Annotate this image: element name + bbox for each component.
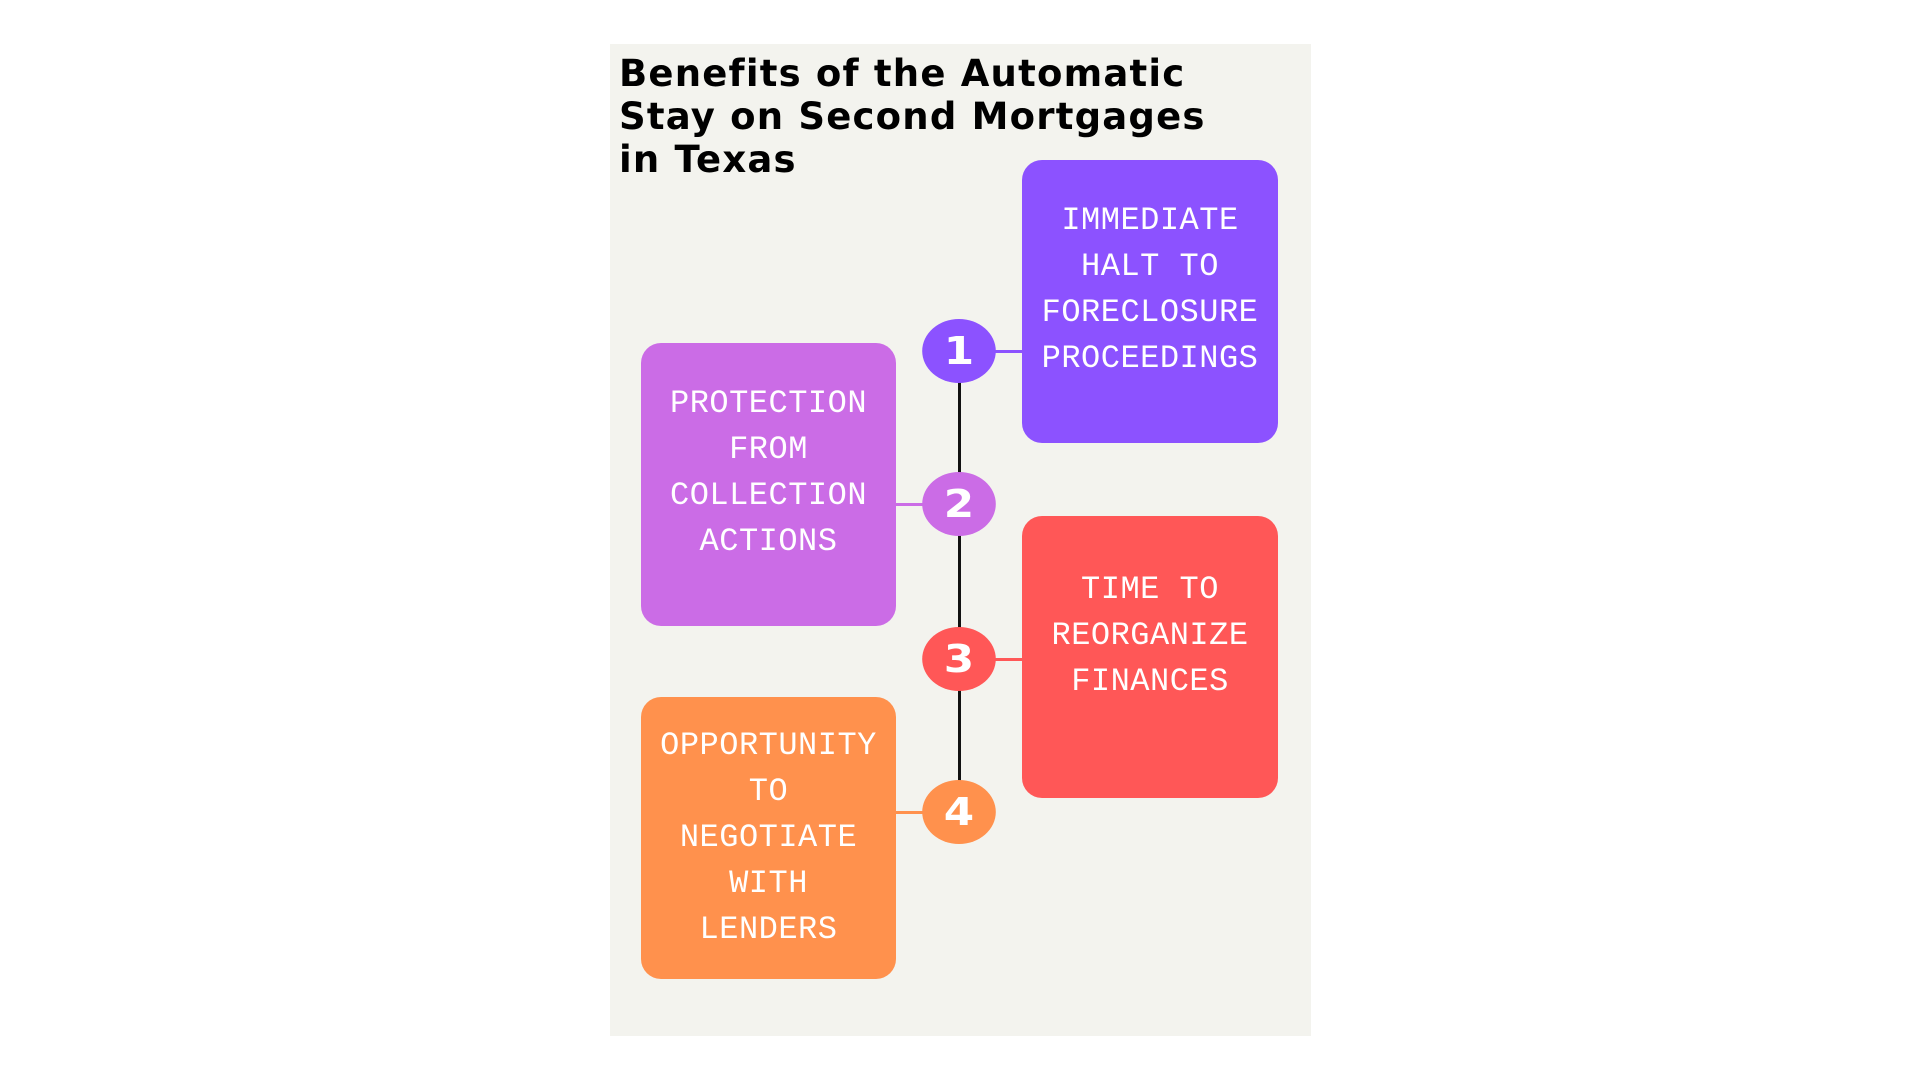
step-1-line: HALT TO	[1081, 247, 1219, 285]
connector-step-4	[896, 811, 928, 814]
step-2-line: ACTIONS	[699, 522, 838, 560]
step-4-line: WITH	[729, 865, 808, 902]
step-1-line: FORECLOSURE	[1041, 293, 1259, 331]
connector-step-2	[896, 503, 928, 506]
step-number-4: 4	[943, 790, 975, 834]
step-3-line: FINANCES	[1071, 663, 1229, 700]
step-number-badge-3: 3	[922, 627, 996, 691]
connector-step-3	[991, 658, 1023, 661]
connector-step-1	[991, 350, 1023, 353]
step-4-line: OPPORTUNITY	[660, 727, 877, 764]
step-number-3: 3	[943, 637, 975, 681]
infographic-title: Benefits of the Automatic Stay on Second…	[619, 52, 1319, 181]
step-1-line: IMMEDIATE	[1061, 201, 1239, 239]
step-card-2: PROTECTION FROM COLLECTION ACTIONS	[641, 343, 896, 626]
step-3-line: TIME TO	[1081, 571, 1219, 608]
title-line-2: Stay on Second Mortgages	[619, 95, 1206, 138]
step-card-3: TIME TO REORGANIZE FINANCES	[1022, 516, 1278, 798]
step-4-line: TO	[748, 773, 789, 810]
step-number-badge-4: 4	[922, 780, 996, 844]
timeline-spine	[958, 351, 961, 812]
title-line-1: Benefits of the Automatic	[619, 52, 1186, 95]
step-number-badge-1: 1	[922, 319, 996, 383]
step-4-line: NEGOTIATE	[679, 819, 858, 856]
step-2-line: FROM	[729, 430, 808, 468]
step-number-badge-2: 2	[922, 472, 996, 536]
step-number-2: 2	[943, 482, 975, 526]
step-1-line: PROCEEDINGS	[1041, 339, 1259, 377]
step-card-1: IMMEDIATE HALT TO FORECLOSURE PROCEEDING…	[1022, 160, 1278, 443]
step-card-4: OPPORTUNITY TO NEGOTIATE WITH LENDERS	[641, 697, 896, 979]
step-number-1: 1	[943, 329, 975, 373]
step-2-line: PROTECTION	[669, 384, 868, 422]
step-3-line: REORGANIZE	[1051, 617, 1249, 654]
step-2-line: COLLECTION	[669, 476, 868, 514]
title-line-3: in Texas	[619, 138, 797, 181]
step-4-line: LENDERS	[699, 911, 838, 948]
